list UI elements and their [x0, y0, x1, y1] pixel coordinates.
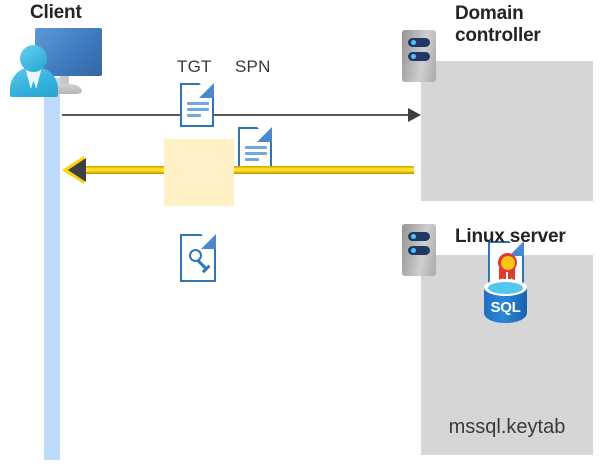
tgt-document-icon	[180, 83, 214, 127]
person-head-icon	[20, 45, 47, 72]
domain-controller-server-icon	[402, 30, 436, 82]
tgt-label: TGT	[177, 57, 212, 76]
response-flow-line	[72, 166, 414, 174]
request-flow-arrowhead-icon	[408, 108, 421, 122]
spn-document-icon	[238, 127, 272, 171]
client-workstation-user-icon	[8, 26, 108, 97]
monitor-neck-icon	[60, 76, 69, 86]
response-highlight-box	[164, 139, 234, 206]
linux-server-server-icon	[402, 224, 436, 276]
client-lifeline	[44, 78, 60, 460]
linux-server-title: Linux server	[455, 226, 566, 247]
keytab-filename-label: mssql.keytab	[448, 416, 566, 438]
domain-controller-title: Domain controller	[455, 3, 541, 46]
spn-label: SPN	[235, 57, 271, 76]
key-glyph-icon	[189, 249, 211, 273]
request-flow-line	[62, 114, 414, 116]
key-document-icon	[180, 234, 216, 282]
domain-controller-panel	[421, 61, 593, 201]
client-title: Client	[30, 2, 82, 23]
sql-database-label: SQL	[490, 299, 521, 316]
sql-database-icon: SQL	[484, 279, 527, 331]
monitor-screen-icon	[35, 28, 102, 76]
monitor-base-icon	[48, 84, 82, 94]
response-flow-arrowhead-icon	[68, 158, 86, 182]
